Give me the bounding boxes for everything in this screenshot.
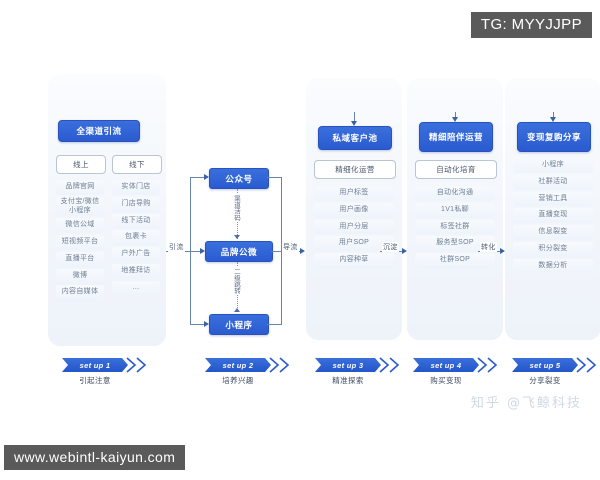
arrow-right-icon xyxy=(204,173,209,180)
list-item: 信息裂变 xyxy=(513,225,593,240)
subbox-offline: 线下 xyxy=(112,155,162,174)
step-tag: set up 1 xyxy=(62,358,128,372)
list-item: 用户画像 xyxy=(314,202,394,218)
list-item: 社群SOP xyxy=(415,253,495,268)
list-item: 内容种草 xyxy=(314,253,394,268)
item-list-offline: 实体门店 门店导购 线下活动 包裹卡 户外广告 地推拜访 ... xyxy=(112,180,160,297)
list-item: ... xyxy=(112,280,160,296)
list-item: 户外广告 xyxy=(112,247,160,262)
list-item: 社群活动 xyxy=(513,174,593,190)
list-item: 品牌官网 xyxy=(56,180,104,195)
connector-line xyxy=(190,177,204,178)
list-item: 数据分析 xyxy=(513,258,593,274)
connector-line xyxy=(455,112,456,118)
step-banner-1: set up 1 引起注意 xyxy=(62,357,158,385)
list-item: 地推拜访 xyxy=(112,263,160,279)
list-item: 用户SOP xyxy=(314,236,394,251)
flow-label-divert: 导流 xyxy=(282,242,299,252)
source-credit-watermark: 知乎 @飞鲸科技 xyxy=(470,396,582,411)
arrow-right-icon xyxy=(200,247,205,254)
arrow-right-icon xyxy=(300,247,305,254)
flow-label-convert: 转化 xyxy=(480,242,497,252)
chevron-right-icon xyxy=(379,357,409,373)
node-official-account: 公众号 xyxy=(209,168,269,189)
node-mini-program: 小程序 xyxy=(209,314,269,335)
header-refined-companionship-ops: 精细陪伴运营 xyxy=(419,122,493,152)
chevron-right-icon xyxy=(576,357,600,373)
node-brand-wecom: 品牌公微 xyxy=(205,241,273,262)
step-caption: 引起注意 xyxy=(79,376,111,385)
list-item: 包裹卡 xyxy=(112,230,160,245)
arrow-right-icon xyxy=(402,247,407,254)
header-private-customer-pool: 私域客户池 xyxy=(318,126,392,150)
list-item: 标签社群 xyxy=(415,219,495,235)
subbox-automated-nurturing: 自动化培育 xyxy=(415,160,497,179)
flow-label-precipitate: 沉淀 xyxy=(382,242,399,252)
website-url-badge: www.webintl-kaiyun.com xyxy=(4,445,186,470)
connector-line xyxy=(267,177,281,178)
connector-line xyxy=(190,251,200,252)
header-monetize-repurchase-share: 变现复购分享 xyxy=(517,122,591,152)
step-caption: 分享裂变 xyxy=(529,376,561,385)
list-item: 微信公域 xyxy=(56,218,104,233)
step-banner-5: set up 5 分享裂变 xyxy=(512,357,600,385)
list-item: 1V1私聊 xyxy=(415,202,495,218)
flow-label-drainage: 引流 xyxy=(168,242,185,252)
step-tag: set up 5 xyxy=(512,358,578,372)
connector-line xyxy=(271,251,281,252)
step-banner-3: set up 3 精准探索 xyxy=(315,357,411,385)
link-label-channel-code: 渠道活码 xyxy=(232,194,240,222)
list-item: 内容自媒体 xyxy=(56,285,104,300)
header-omnichannel-traffic: 全渠道引流 xyxy=(58,120,140,142)
list-item: 小程序 xyxy=(513,158,593,173)
list-item: 用户标签 xyxy=(314,186,394,201)
step-caption: 培养兴趣 xyxy=(222,376,254,385)
arrow-down-icon xyxy=(350,121,357,126)
connector-line xyxy=(267,324,281,325)
step-banner-2: set up 2 培养兴趣 xyxy=(205,357,301,385)
arrow-right-icon xyxy=(500,247,505,254)
list-item: 支付宝/微信小程序 xyxy=(56,196,104,217)
list-item: 门店导购 xyxy=(112,196,160,212)
link-label-secondary-jump: 二级跳转 xyxy=(232,267,240,295)
list-item: 积分裂变 xyxy=(513,241,593,257)
list-item: 直播平台 xyxy=(56,251,104,267)
list-item: 微博 xyxy=(56,268,104,284)
connector-line xyxy=(190,324,204,325)
arrow-down-icon xyxy=(549,117,556,122)
step-tag: set up 3 xyxy=(315,358,381,372)
connector-line xyxy=(354,112,355,122)
step-banner-4: set up 4 购买变现 xyxy=(413,357,509,385)
list-item: 用户分层 xyxy=(314,219,394,235)
flow-diagram: 全渠道引流 私域客户池 精细陪伴运营 变现复购分享 线上 线下 精细化运营 自动… xyxy=(0,58,600,408)
subbox-online: 线上 xyxy=(56,155,106,174)
item-list-companionship: 自动化沟通 1V1私聊 标签社群 服务型SOP 社群SOP xyxy=(415,186,495,270)
item-list-monetization: 小程序 社群活动 营销工具 直播变现 信息裂变 积分裂变 数据分析 xyxy=(513,158,593,275)
step-caption: 精准探索 xyxy=(332,376,364,385)
list-item: 自动化沟通 xyxy=(415,186,495,201)
connector-line xyxy=(553,112,554,118)
list-item: 线下活动 xyxy=(112,213,160,229)
chevron-right-icon xyxy=(269,357,299,373)
arrow-right-icon xyxy=(204,320,209,327)
list-item: 直播变现 xyxy=(513,208,593,223)
item-list-online: 品牌官网 支付宝/微信小程序 微信公域 短视频平台 直播平台 微博 内容自媒体 xyxy=(56,180,104,302)
list-item: 服务型SOP xyxy=(415,236,495,251)
chevron-right-icon xyxy=(126,357,156,373)
list-item: 实体门店 xyxy=(112,180,160,195)
step-tag: set up 4 xyxy=(413,358,479,372)
list-item: 营销工具 xyxy=(513,191,593,207)
arrowhead-down-icon xyxy=(234,235,240,239)
subbox-refined-operation: 精细化运营 xyxy=(314,160,396,179)
arrow-down-icon xyxy=(451,117,458,122)
telegram-handle-badge: TG: MYYJJPP xyxy=(470,12,592,38)
step-tag: set up 2 xyxy=(205,358,271,372)
item-list-private-pool: 用户标签 用户画像 用户分层 用户SOP 内容种草 xyxy=(314,186,394,270)
arrowhead-up-icon xyxy=(234,308,240,312)
step-caption: 购买变现 xyxy=(430,376,462,385)
chevron-right-icon xyxy=(477,357,507,373)
list-item: 短视频平台 xyxy=(56,235,104,250)
